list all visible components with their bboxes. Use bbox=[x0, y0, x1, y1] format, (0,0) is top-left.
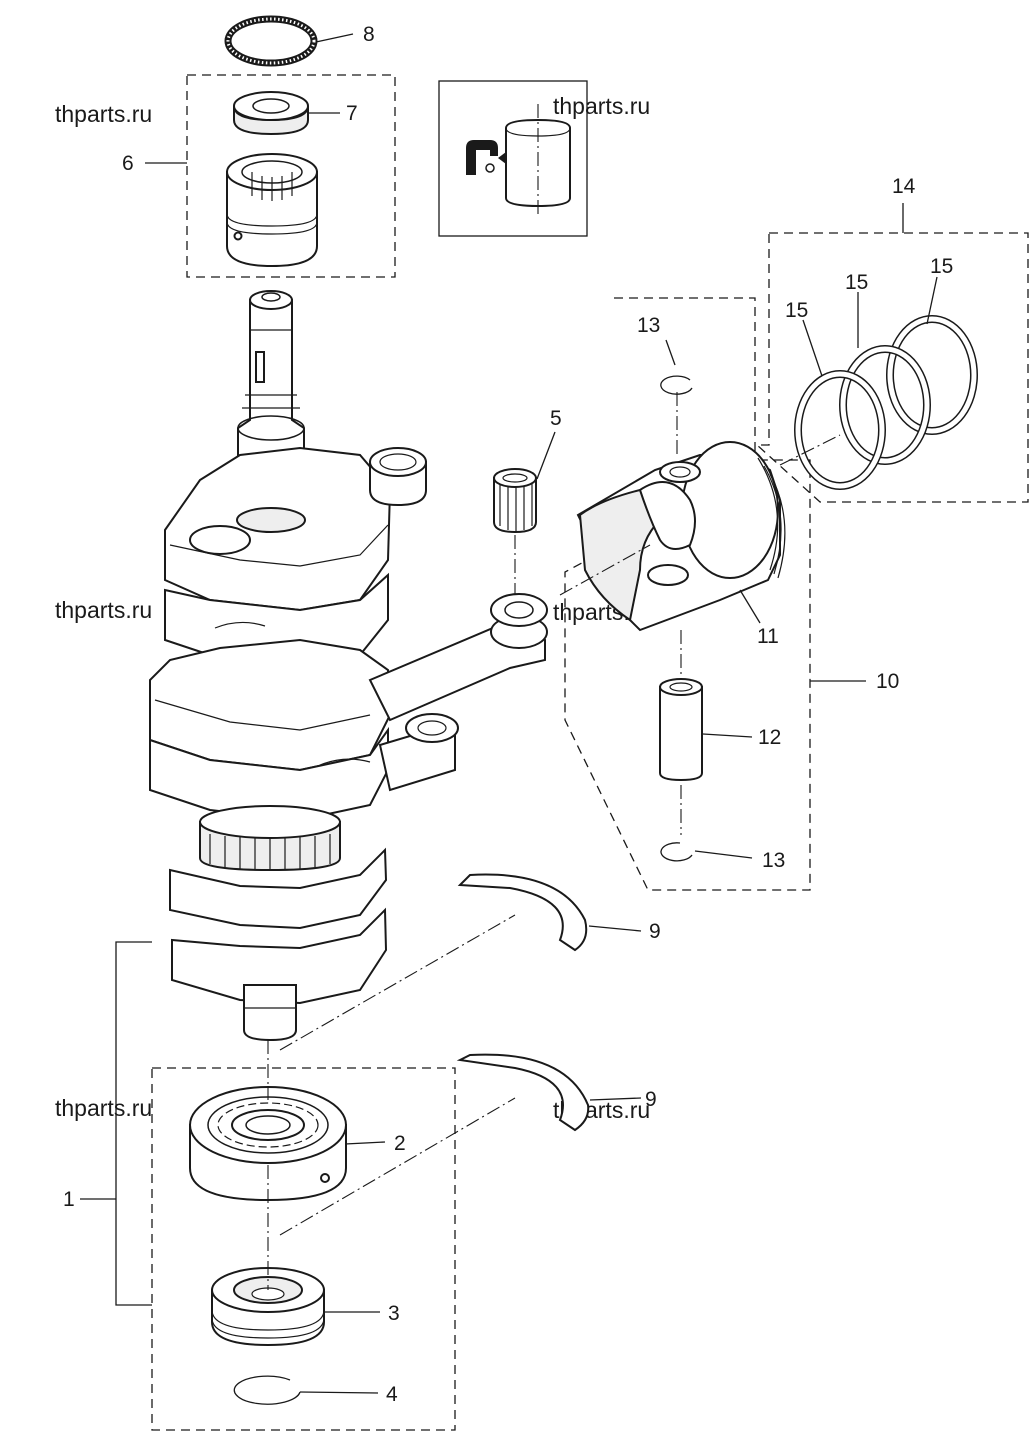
callout-13: 13 bbox=[637, 314, 660, 337]
callout-15: 15 bbox=[930, 255, 953, 278]
watermark: thparts.ru bbox=[553, 93, 650, 119]
leader-line bbox=[702, 733, 753, 738]
group-box-1-bearings bbox=[151, 1067, 456, 1431]
callout-15: 15 bbox=[785, 299, 808, 322]
part-9-thrust-washer-lower bbox=[456, 1053, 590, 1132]
callout-12: 12 bbox=[758, 726, 781, 749]
centerline bbox=[779, 434, 841, 466]
part-13-circlip-top bbox=[660, 375, 693, 395]
callout-14: 14 bbox=[892, 175, 916, 198]
callout-13: 13 bbox=[762, 849, 785, 872]
callout-9: 9 bbox=[645, 1088, 657, 1111]
bracket-1 bbox=[115, 941, 152, 1306]
callout-4: 4 bbox=[386, 1383, 398, 1406]
centerline bbox=[279, 914, 516, 1051]
leader-line bbox=[802, 319, 823, 377]
centerline bbox=[559, 544, 651, 596]
callout-8: 8 bbox=[363, 23, 375, 46]
group-box-10-piston bbox=[564, 297, 811, 891]
callout-10: 10 bbox=[876, 670, 899, 693]
leader-line bbox=[694, 850, 753, 859]
leader-line bbox=[536, 431, 556, 480]
leader-line bbox=[589, 1097, 642, 1101]
part-4-snap-ring bbox=[233, 1375, 301, 1405]
part-11-piston bbox=[576, 441, 786, 632]
part-2-ball-bearing bbox=[189, 1086, 347, 1202]
watermark: thparts.ru bbox=[55, 597, 152, 623]
watermark: thparts.ru bbox=[55, 1095, 152, 1121]
shaft-cylinder-illustration bbox=[505, 104, 571, 216]
group-box-6 bbox=[186, 74, 396, 278]
leader-line bbox=[299, 1391, 379, 1394]
connecting-rod bbox=[368, 593, 548, 792]
part-6-needle-bearing bbox=[226, 153, 318, 268]
part-8-oil-seal-ring bbox=[224, 15, 318, 67]
callout-11: 11 bbox=[757, 625, 779, 648]
part-13-circlip-bottom bbox=[660, 842, 693, 862]
leader-line bbox=[344, 1141, 386, 1145]
watermark: thparts.ru bbox=[55, 101, 152, 127]
leader-line bbox=[588, 925, 642, 932]
callout-6: 6 bbox=[122, 152, 134, 175]
part-5-small-needle-bearing bbox=[493, 468, 537, 534]
part-9-thrust-washer-upper bbox=[457, 873, 588, 952]
lubricant-icon bbox=[466, 140, 506, 175]
part-12-piston-pin bbox=[659, 678, 703, 782]
callout-3: 3 bbox=[388, 1302, 400, 1325]
centerline bbox=[279, 1097, 516, 1236]
leader-line bbox=[665, 339, 676, 366]
callout-9: 9 bbox=[649, 920, 661, 943]
leader-line bbox=[315, 33, 354, 43]
callout-5: 5 bbox=[550, 407, 562, 430]
callout-1: 1 bbox=[63, 1188, 75, 1211]
part-15-piston-rings bbox=[794, 315, 978, 490]
callout-2: 2 bbox=[394, 1132, 406, 1155]
lubricant-inset-box bbox=[438, 80, 588, 237]
leader-line bbox=[739, 589, 761, 624]
callout-7: 7 bbox=[346, 102, 358, 125]
part-7-seal bbox=[233, 91, 309, 136]
callout-15: 15 bbox=[845, 271, 868, 294]
group-box-14-rings bbox=[755, 232, 1029, 503]
part-1-crankshaft bbox=[149, 290, 427, 1042]
leader-line bbox=[926, 276, 938, 325]
